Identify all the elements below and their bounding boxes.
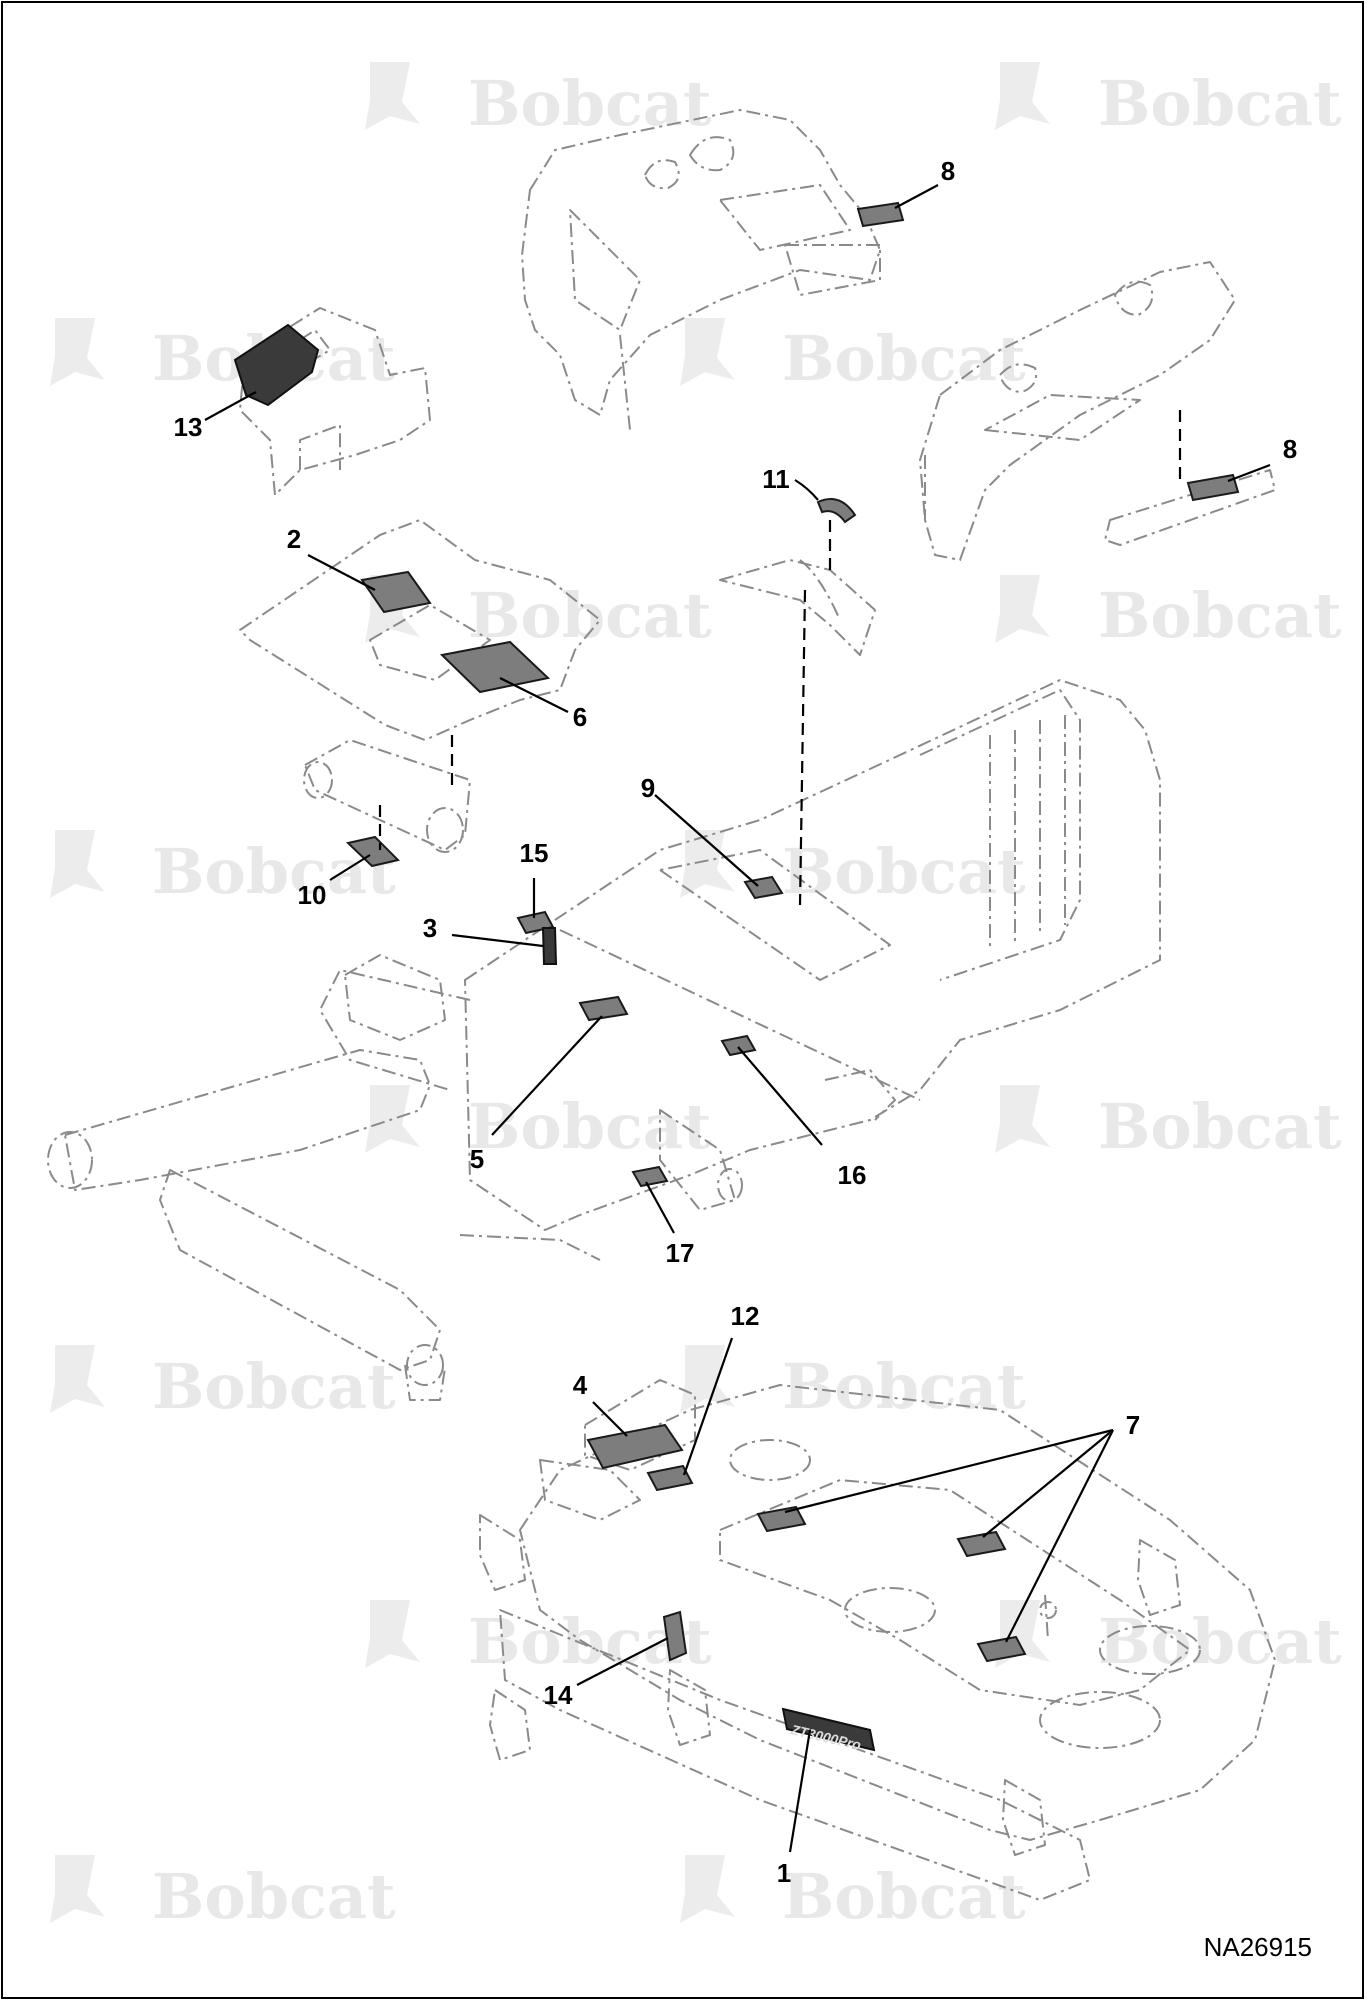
main-frame bbox=[47, 679, 1161, 1401]
decal-4-deck bbox=[586, 1423, 684, 1470]
svg-text:Bobcat: Bobcat bbox=[468, 67, 712, 140]
roller-tube bbox=[303, 739, 471, 853]
watermark-12: Bobcat bbox=[680, 1345, 1026, 1423]
decal-8-right-tank bbox=[1186, 473, 1240, 502]
leader-lines bbox=[204, 184, 1271, 1853]
callout-3: 3 bbox=[423, 913, 437, 943]
watermark-7: Bobcat bbox=[50, 830, 396, 908]
callout-16: 16 bbox=[838, 1160, 867, 1190]
callout-14: 14 bbox=[544, 1680, 573, 1710]
callout-7: 7 bbox=[1126, 1410, 1140, 1440]
callout-10: 10 bbox=[298, 880, 327, 910]
svg-text:Bobcat: Bobcat bbox=[782, 1350, 1026, 1423]
decal-17-frame bbox=[631, 1165, 669, 1188]
svg-text:Bobcat: Bobcat bbox=[782, 1860, 1026, 1933]
svg-text:Bobcat: Bobcat bbox=[1098, 579, 1342, 652]
svg-text:Bobcat: Bobcat bbox=[1098, 1090, 1342, 1163]
callout-1: 1 bbox=[777, 1858, 791, 1888]
watermark-10: Bobcat bbox=[995, 1085, 1342, 1163]
svg-text:Bobcat: Bobcat bbox=[1098, 67, 1342, 140]
svg-text:Bobcat: Bobcat bbox=[468, 1090, 712, 1163]
callout-15: 15 bbox=[520, 838, 549, 868]
watermark-16: Bobcat bbox=[680, 1855, 1026, 1933]
svg-text:Bobcat: Bobcat bbox=[468, 579, 712, 652]
watermark-13: Bobcat bbox=[365, 1600, 712, 1678]
decal-14-deck-side bbox=[662, 1610, 688, 1662]
alignment-lines bbox=[378, 410, 1182, 906]
watermark-2: Bobcat bbox=[995, 62, 1342, 140]
callout-11: 11 bbox=[762, 464, 790, 494]
callout-8-right-tank: 8 bbox=[1283, 434, 1297, 464]
svg-text:Bobcat: Bobcat bbox=[152, 1860, 396, 1933]
callouts: 1 2 3 4 5 6 7 8 8 9 10 11 12 13 14 15 16… bbox=[174, 156, 1298, 1888]
decal-5-frame bbox=[578, 995, 629, 1022]
fuel-tank-right bbox=[919, 261, 1276, 561]
fuel-tank-left bbox=[521, 109, 881, 431]
watermark-14: Bobcat bbox=[995, 1600, 1342, 1678]
watermark-layer: Bobcat Bobcat Bobcat Bobcat Bobcat Bobca… bbox=[50, 62, 1342, 1933]
decal-16-frame bbox=[720, 1034, 757, 1057]
mower-deck bbox=[479, 1379, 1276, 1901]
callout-13: 13 bbox=[174, 412, 203, 442]
watermark-8: Bobcat bbox=[680, 830, 1026, 908]
decal-3-frame bbox=[541, 927, 558, 965]
lever-bracket bbox=[719, 559, 876, 656]
diagram-code: NA26915 bbox=[1204, 1932, 1312, 1962]
decals: ZT3000Pro bbox=[233, 201, 1240, 1753]
callout-17: 17 bbox=[666, 1238, 695, 1268]
decal-13-control-panel bbox=[233, 323, 320, 407]
svg-text:Bobcat: Bobcat bbox=[152, 1350, 396, 1423]
watermark-3: Bobcat bbox=[50, 318, 396, 395]
callout-2: 2 bbox=[287, 524, 301, 554]
decal-7-deck-b bbox=[956, 1530, 1007, 1558]
decal-1-deck-logo: ZT3000Pro bbox=[781, 1707, 876, 1753]
callout-12: 12 bbox=[731, 1301, 760, 1331]
decal-11-lever bbox=[816, 498, 857, 524]
watermark-1: Bobcat bbox=[365, 62, 712, 140]
watermark-9: Bobcat bbox=[365, 1085, 712, 1163]
decal-6-seat-plate bbox=[439, 640, 551, 694]
watermark-6: Bobcat bbox=[995, 575, 1342, 652]
decal-8-left-tank bbox=[856, 201, 905, 228]
watermark-11: Bobcat bbox=[50, 1345, 396, 1423]
callout-5: 5 bbox=[470, 1144, 484, 1174]
callout-4: 4 bbox=[573, 1370, 588, 1400]
decal-7-deck-c bbox=[976, 1635, 1027, 1663]
decal-12-deck bbox=[646, 1464, 694, 1492]
callout-6: 6 bbox=[573, 702, 587, 732]
watermark-4: Bobcat bbox=[680, 318, 1026, 395]
svg-text:Bobcat: Bobcat bbox=[1098, 1605, 1342, 1678]
callout-9: 9 bbox=[641, 773, 655, 803]
callout-8-left-tank: 8 bbox=[941, 156, 955, 186]
decal-2-seat-plate bbox=[360, 570, 432, 614]
watermark-15: Bobcat bbox=[50, 1855, 396, 1933]
svg-text:Bobcat: Bobcat bbox=[782, 322, 1026, 395]
decal-7-deck-a bbox=[756, 1505, 807, 1533]
